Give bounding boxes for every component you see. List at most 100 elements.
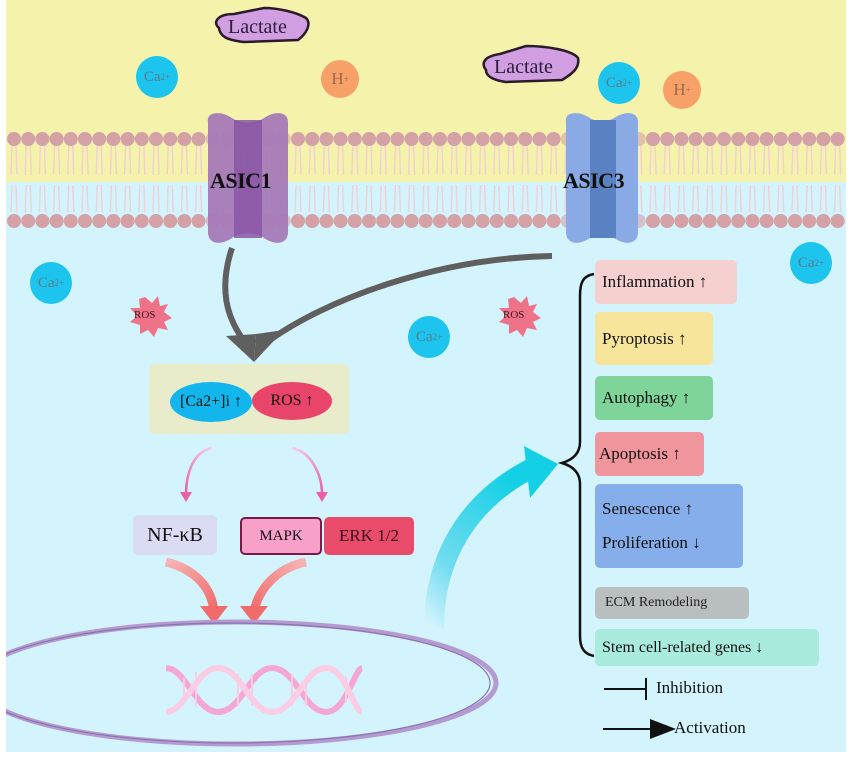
lipid-head [702,214,717,228]
lipid-tail [767,144,771,176]
erk-box: ERK 1/2 [324,517,414,555]
lipid-head [773,132,788,146]
lipid-tail [696,184,700,213]
lactate-label-1: Lactate [228,16,287,38]
lipid-tail [351,144,354,176]
effect-inflammation: Inflammation ↑ [595,260,737,304]
lipid-tail [777,184,780,213]
lipid-tail [441,184,444,213]
lipid-tail [696,144,700,176]
lipid-tail [185,144,189,176]
lipid-tail [734,144,737,176]
lipid-tail [194,144,198,176]
lipid-tail [483,184,487,213]
lipid-head [731,214,746,228]
lipid-tail [422,144,425,176]
nfkb-box: NF-κB [133,515,217,555]
lipid-tail [194,184,198,213]
lipid-head [489,132,504,146]
lipid-tail [805,144,808,176]
lipid-tail [677,184,681,213]
lipid-tail [668,144,671,176]
lipid-tail [393,144,397,176]
lipid-head [106,132,121,146]
lipid-tail [100,184,103,213]
lipid-head [830,214,845,228]
lipid-tail [777,144,780,176]
lipid-head [475,132,490,146]
lipid-tail [725,144,728,176]
effect-autophagy-label: Autophagy ↑ [602,388,691,407]
lipid-head [546,132,561,146]
lipid-head [376,132,391,146]
lipid-tail [72,184,75,213]
lipid-tail [15,144,18,176]
effect-ecm-remodeling: ECM Remodeling [595,587,749,619]
lipid-tail [166,144,169,176]
lipid-tail [143,144,146,176]
lipid-head [319,132,334,146]
lipid-tail [313,144,316,176]
lipid-tail [384,144,387,176]
lipid-tail [95,184,98,213]
lipid-head [163,214,178,228]
lipid-head [120,132,135,146]
lipid-head [717,132,731,146]
lipid-head [447,132,462,146]
lipid-head [802,132,817,146]
lipid-tail [824,144,828,176]
effects-brace [557,272,595,658]
lipid-head [333,214,348,228]
lipid-tail [654,144,657,176]
lipid-tail [72,144,75,176]
lipid-head [830,132,845,146]
lipid-tail [95,144,98,176]
lipid-tail [649,144,652,176]
lipid-tail [370,184,373,213]
lipid-tail [138,184,141,213]
lipid-tail [564,184,567,213]
lipid-tail [341,144,345,176]
lipid-tail [38,184,42,213]
lipid-tail [564,144,567,176]
mapk-to-nucleus-arrow [249,557,308,614]
lipid-tail [180,144,184,176]
lipid-tail [152,184,155,213]
lipid-tail [748,144,752,176]
lipid-head [191,214,206,228]
lipid-tail [654,184,657,213]
lipid-head [35,214,50,228]
lipid-head [816,132,831,146]
activation-symbol [603,719,676,739]
lipid-tail [441,144,444,176]
lipid-head [347,214,362,228]
lipid-tail [327,144,331,176]
lipid-tail [422,184,425,213]
lipid-tail [157,144,160,176]
lipid-tail [450,144,453,176]
lactate-molecule-1 [214,6,310,44]
lipid-head [674,214,689,228]
lipid-tail [469,144,473,176]
lipid-head [717,214,731,228]
lipid-tail [791,184,794,213]
lipid-head [362,132,376,146]
pink-arrowhead-left [180,492,192,502]
lipid-head [163,132,178,146]
lipid-tail [507,144,510,176]
lipid-head [745,214,760,228]
effect-ecm-remodeling-label: ECM Remodeling [605,595,708,610]
lipid-head [646,214,660,228]
lipid-head [546,214,561,228]
lipid-tail [143,184,146,213]
lipid-tail [171,184,174,213]
lipid-tail [512,144,515,176]
lipid-tail [86,184,89,213]
lipid-tail [109,144,113,176]
lipid-tail [398,184,402,213]
lipid-head [177,214,192,228]
red-arrowhead-right [240,606,268,624]
lipid-head [660,132,675,146]
